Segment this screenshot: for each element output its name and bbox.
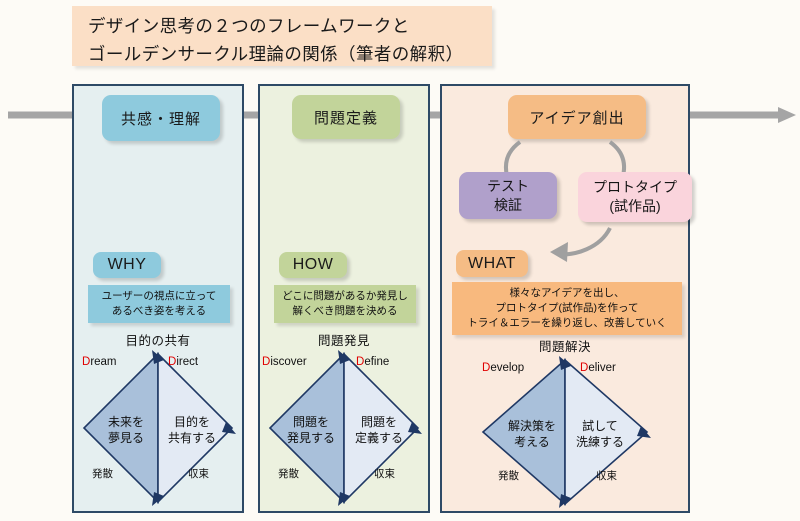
phase-label-define: 問題定義 <box>292 95 400 139</box>
diamond1-right-bottom: 収束 <box>188 468 209 480</box>
diamond2-shape <box>268 350 422 506</box>
diamond3-left-bottom: 発散 <box>498 470 519 482</box>
diamond1-left-caption: Dream <box>82 356 117 368</box>
golden-circle-what: WHAT <box>456 250 528 277</box>
desc2-line-1: どこに問題があるか発見し <box>282 290 408 302</box>
double-diamond-define: 問題発見 Discover Define 問題を 発見する 問題を 定義する 発… <box>262 330 426 512</box>
phase-label-ideate: アイデア創出 <box>508 95 646 139</box>
description-define: どこに問題があるか発見し 解くべき問題を決める <box>274 285 416 323</box>
cycle-box-prototype: プロトタイプ (試作品) <box>578 172 692 222</box>
diamond3-left-caption: Develop <box>482 362 525 374</box>
diamond2-left-caption: Discover <box>262 356 307 368</box>
page-title: デザイン思考の２つのフレームワークと ゴールデンサークル理論の関係（筆者の解釈） <box>72 6 492 66</box>
diamond3-right-bottom: 収束 <box>596 470 617 482</box>
diamond2-right-caption: Define <box>356 356 390 368</box>
description-ideate: 様々なアイデアを出し、 プロトタイプ(試作品)を作って トライ＆エラーを繰り返し… <box>452 282 682 335</box>
diamond3-shape <box>481 356 651 508</box>
phase-label-empathize: 共感・理解 <box>102 95 220 141</box>
cycle-proto-line-2: (試作品) <box>609 198 661 214</box>
cycle-test-line-1: テスト <box>487 177 529 194</box>
double-diamond-ideate: 問題解決 Develop Deliver 解決策を 考える 試して 洗練する 発… <box>452 336 678 512</box>
description-empathize: ユーザーの視点に立って あるべき姿を考える <box>88 285 230 323</box>
cycle-box-test: テスト 検証 <box>459 172 557 219</box>
diamond2-right-inner: 問題を 定義する <box>354 415 403 445</box>
desc3-line-3: トライ＆エラーを繰り返し、改善していく <box>467 317 667 329</box>
diamond1-right-caption: Direct <box>168 356 199 368</box>
diamond3-title: 問題解決 <box>538 340 591 354</box>
desc3-line-1: 様々なアイデアを出し、 <box>509 287 625 299</box>
diamond1-title: 目的の共有 <box>125 334 191 348</box>
double-diamond-empathize: 目的の共有 Dream Direct 未来を 夢見る 目的を 共有する 発散 収… <box>76 330 240 512</box>
cycle-proto-line-1: プロトタイプ <box>593 179 677 195</box>
diamond3-left-inner: 解決策を 考える <box>507 419 556 449</box>
desc2-line-2: 解くべき問題を決める <box>292 305 398 317</box>
diamond3-right-caption: Deliver <box>580 362 616 374</box>
diamond2-title: 問題発見 <box>317 334 370 348</box>
desc1-line-2: あるべき姿を考える <box>111 305 207 317</box>
diamond1-right-inner: 目的を 共有する <box>167 415 216 445</box>
title-line-1: デザイン思考の２つのフレームワークと <box>88 16 410 36</box>
diamond3-right-inner: 試して 洗練する <box>575 419 624 449</box>
diamond2-left-bottom: 発散 <box>278 468 299 480</box>
title-line-2: ゴールデンサークル理論の関係（筆者の解釈） <box>88 44 464 64</box>
golden-circle-why: WHY <box>93 252 161 278</box>
diamond1-shape <box>82 350 236 506</box>
cycle-test-line-2: 検証 <box>494 196 522 213</box>
desc1-line-1: ユーザーの視点に立って <box>101 290 217 302</box>
desc3-line-2: プロトタイプ(試作品)を作って <box>495 302 639 314</box>
diamond1-left-bottom: 発散 <box>92 468 113 480</box>
diamond2-right-bottom: 収束 <box>374 468 395 480</box>
diamond2-left-inner: 問題を 発見する <box>286 415 335 445</box>
diamond1-left-inner: 未来を 夢見る <box>107 415 144 445</box>
golden-circle-how: HOW <box>279 252 347 278</box>
